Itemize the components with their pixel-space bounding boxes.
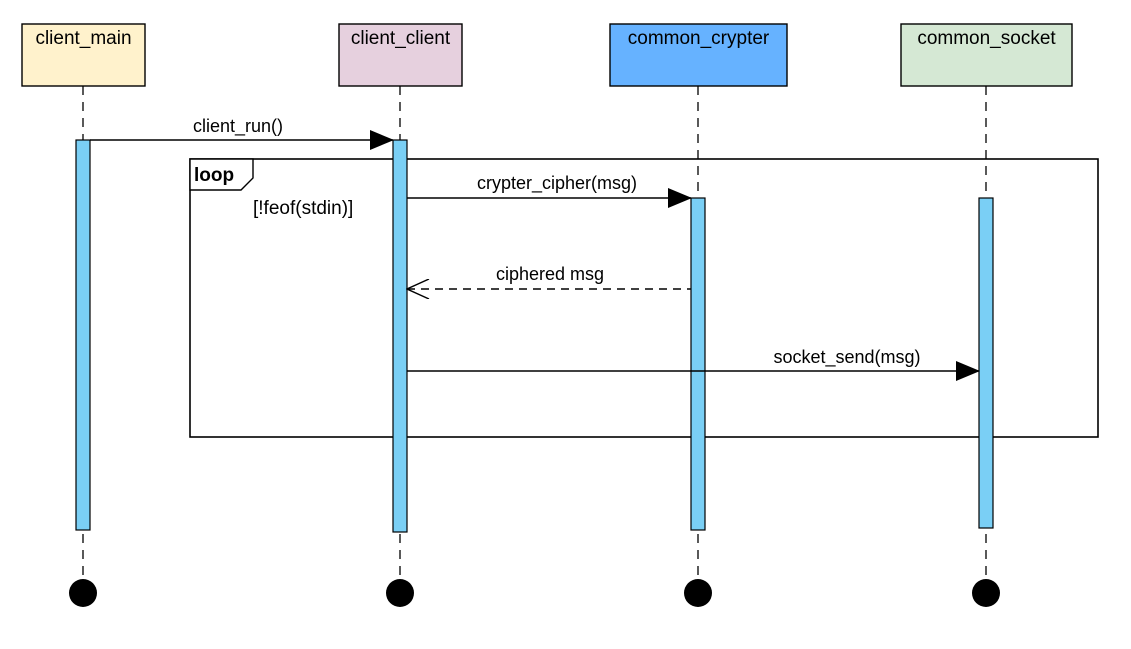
message-label: client_run() <box>193 116 283 137</box>
loop-keyword: loop <box>194 165 234 186</box>
participant-common-socket: common_socket <box>900 23 1073 87</box>
activation-common-socket <box>978 197 994 529</box>
participant-client-main: client_main <box>21 23 146 87</box>
activation-client-client <box>392 139 408 533</box>
participant-label: common_socket <box>917 28 1056 49</box>
lifeline-end-common-socket <box>972 579 1000 607</box>
loop-fragment: loop [!feof(stdin)] <box>189 158 1099 438</box>
lifeline-end-client-main <box>69 579 97 607</box>
loop-guard: [!feof(stdin)] <box>253 198 353 219</box>
participant-label: client_main <box>35 28 131 49</box>
message-label: ciphered msg <box>496 264 604 284</box>
activation-common-crypter <box>690 197 706 531</box>
message-label: crypter_cipher(msg) <box>477 173 637 194</box>
participant-client-client: client_client <box>338 23 463 87</box>
participant-label: common_crypter <box>628 28 770 49</box>
participant-common-crypter: common_crypter <box>609 23 788 87</box>
message-ciphered-msg-return: ciphered msg <box>407 264 691 289</box>
participant-label: client_client <box>351 28 451 49</box>
lifeline-end-client-client <box>386 579 414 607</box>
message-label: socket_send(msg) <box>773 347 920 368</box>
activation-client-main <box>75 139 91 531</box>
lifeline-end-common-crypter <box>684 579 712 607</box>
message-crypter-cipher: crypter_cipher(msg) <box>407 173 692 208</box>
message-socket-send: socket_send(msg) <box>407 347 980 381</box>
message-client-run: client_run() <box>90 116 394 150</box>
loop-tab <box>189 158 254 191</box>
